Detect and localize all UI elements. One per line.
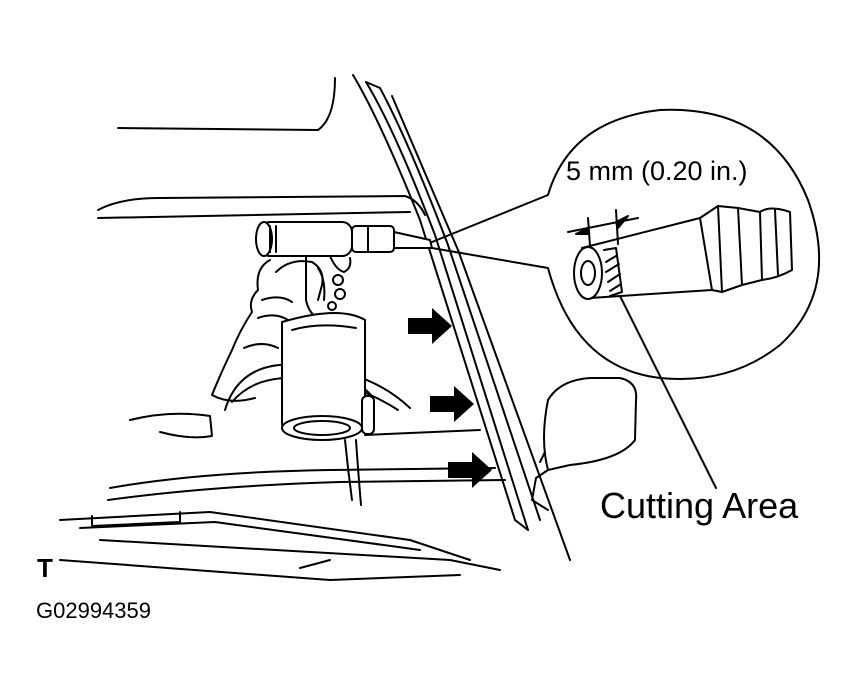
cutting-area-label: Cutting Area <box>600 485 799 526</box>
side-mirror <box>532 378 636 510</box>
windshield-top-frame <box>98 196 425 218</box>
roof-outline <box>118 78 335 130</box>
magnify-leader-lines <box>432 195 548 268</box>
right-arrow-icon <box>408 308 452 344</box>
air-tool <box>256 222 432 322</box>
cutter-tool <box>574 206 792 299</box>
view-mark: T <box>37 553 53 583</box>
right-arrow-icon <box>448 452 492 488</box>
hand <box>212 260 323 401</box>
air-canister <box>282 313 374 440</box>
wiper-and-cowl <box>60 512 500 580</box>
air-hose <box>345 440 361 505</box>
dimension-label: 5 mm (0.20 in.) <box>566 156 748 186</box>
cutting-area-leader <box>620 296 716 488</box>
figure-id: G02994359 <box>36 598 151 623</box>
windshield-edge <box>353 75 570 560</box>
right-arrow-icon <box>430 386 474 422</box>
dimension-markers <box>568 210 638 246</box>
